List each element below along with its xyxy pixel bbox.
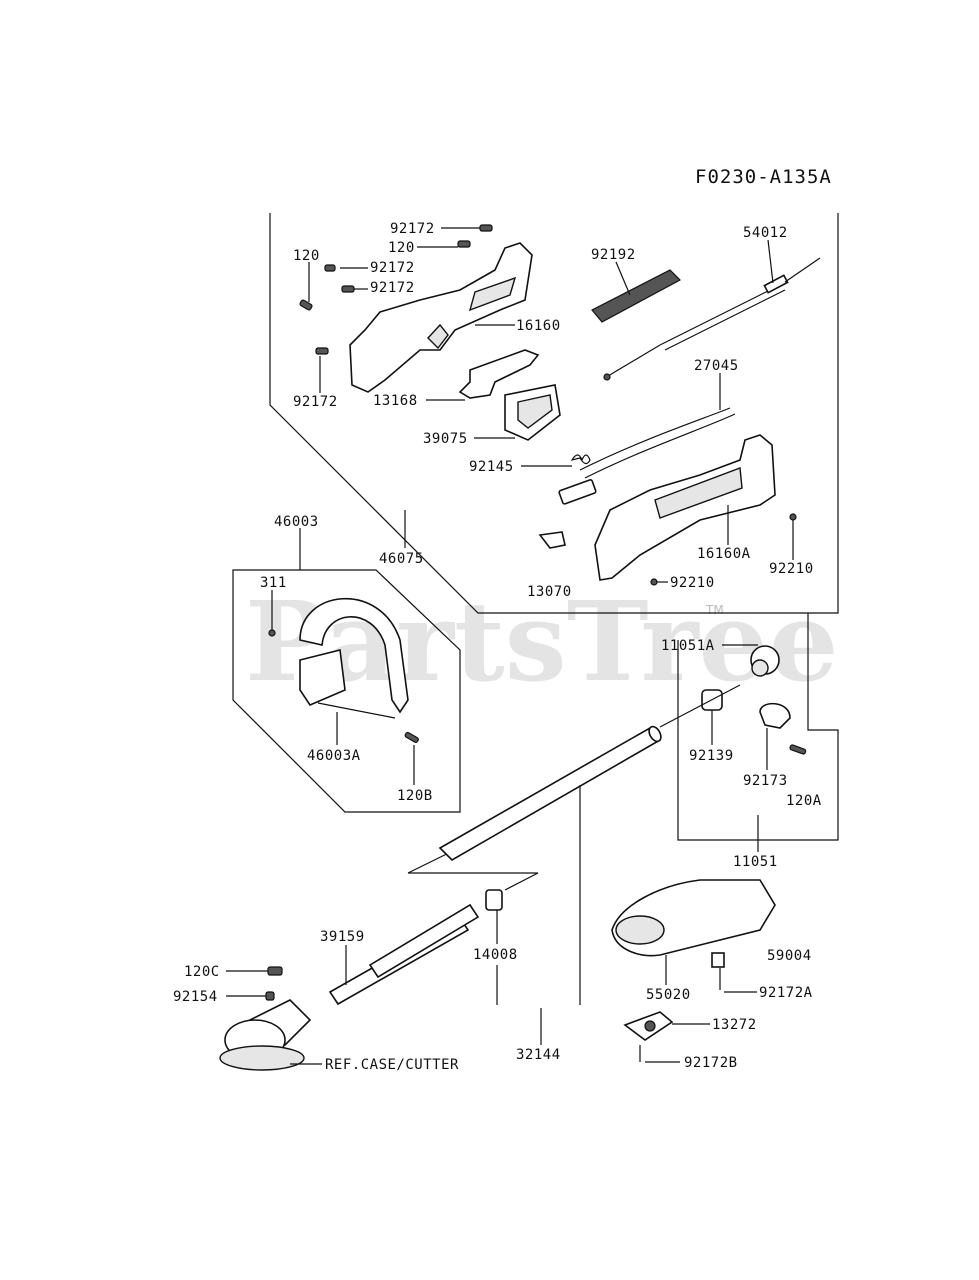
label-11051: 11051 <box>733 854 778 870</box>
label-92192: 92192 <box>591 247 636 263</box>
label-13070: 13070 <box>527 584 572 600</box>
label-14008: 14008 <box>473 947 518 963</box>
part-labels: 92172 120 120 92172 92172 92172 16160 13… <box>173 221 822 1073</box>
label-39159: 39159 <box>320 929 365 945</box>
label-92210-a: 92210 <box>670 575 715 591</box>
label-11051A: 11051A <box>661 638 715 654</box>
loop-handle-part <box>268 597 419 743</box>
guard-part <box>611 879 776 968</box>
label-46075: 46075 <box>379 551 424 567</box>
gear-case-part <box>219 966 312 1071</box>
label-55020: 55020 <box>646 987 691 1003</box>
label-311: 311 <box>260 575 287 591</box>
clamp-upper-part <box>750 645 807 755</box>
shaft-break-lines <box>407 844 539 891</box>
label-120C: 120C <box>184 964 220 980</box>
screw-parts-top <box>299 224 493 355</box>
guard-plate-part <box>623 1011 674 1041</box>
front-handle-part <box>594 434 797 586</box>
label-120A: 120A <box>786 793 822 809</box>
label-39075: 39075 <box>423 431 468 447</box>
spring-part <box>570 454 591 465</box>
label-46003A: 46003A <box>307 748 361 764</box>
trigger-part <box>458 349 540 399</box>
label-92172-c: 92172 <box>370 280 415 296</box>
label-92139: 92139 <box>689 748 734 764</box>
throttle-group-frame <box>677 613 839 841</box>
label-32144: 32144 <box>516 1047 561 1063</box>
watermark-trademark: TM <box>705 603 724 617</box>
upper-group-frame <box>269 213 839 614</box>
diagram-code: F0230-A135A <box>695 166 832 188</box>
loop-handle-frame <box>232 569 461 813</box>
rear-handle-part <box>349 242 533 393</box>
label-13168: 13168 <box>373 393 418 409</box>
throttle-cable-part <box>603 257 821 381</box>
label-92173: 92173 <box>743 773 788 789</box>
bushing-part <box>485 889 503 911</box>
label-120B: 120B <box>397 788 433 804</box>
drive-shaft-tube-part <box>438 684 741 861</box>
label-92172B: 92172B <box>684 1055 738 1071</box>
inner-shaft-part <box>328 903 480 1006</box>
grip-part <box>591 269 681 323</box>
label-13272: 13272 <box>712 1017 757 1033</box>
label-92145: 92145 <box>469 459 514 475</box>
label-92172-d: 92172 <box>293 394 338 410</box>
label-46003: 46003 <box>274 514 319 530</box>
label-92172-a: 92172 <box>390 221 435 237</box>
label-59004: 59004 <box>767 948 812 964</box>
label-ref-case-cutter: REF.CASE/CUTTER <box>325 1057 459 1073</box>
label-120-b: 120 <box>293 248 320 264</box>
leader-lines <box>226 227 794 1065</box>
label-54012: 54012 <box>743 225 788 241</box>
label-92172A: 92172A <box>759 985 813 1001</box>
label-16160: 16160 <box>516 318 561 334</box>
label-120-a: 120 <box>388 240 415 256</box>
label-92210-b: 92210 <box>769 561 814 577</box>
lever-part <box>504 384 561 441</box>
label-16160A: 16160A <box>697 546 751 562</box>
label-27045: 27045 <box>694 358 739 374</box>
stop-switch-wire-part <box>558 407 736 505</box>
label-92154: 92154 <box>173 989 218 1005</box>
clip-part <box>538 531 566 549</box>
label-92172-b: 92172 <box>370 260 415 276</box>
